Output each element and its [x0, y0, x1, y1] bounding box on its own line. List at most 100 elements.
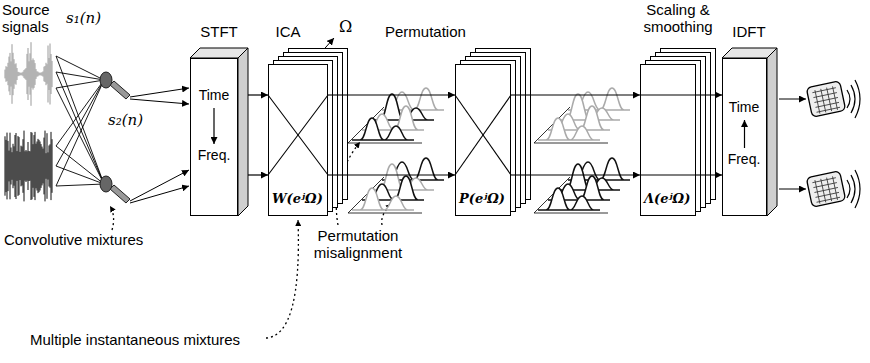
- spectrum-curve: [538, 188, 600, 210]
- processing-stage: Scaling & smoothingΛ(eʲΩ): [640, 48, 716, 216]
- loudspeaker-case: [806, 81, 845, 117]
- box-front: [723, 59, 767, 216]
- matrix-label: P(eʲΩ): [459, 192, 505, 206]
- stage-shape: [4, 40, 54, 108]
- signal-connector: [716, 174, 722, 175]
- channel-line: [696, 94, 716, 95]
- axis-label: Time: [729, 100, 760, 115]
- loudspeaker-icon: [806, 80, 860, 118]
- stage-shape: [4, 128, 54, 204]
- speaker-input: [779, 189, 806, 190]
- channel-line: [268, 95, 328, 175]
- channel-line: [696, 174, 716, 175]
- matrix-label: W(eʲΩ): [272, 192, 323, 206]
- mixing-path: [56, 56, 104, 184]
- frequency-sheet: [641, 65, 696, 216]
- spectrum-curve: [352, 188, 414, 210]
- channel-line: [328, 174, 348, 175]
- mixing-path: [56, 72, 104, 184]
- axis-label: Time: [199, 88, 230, 103]
- spectrum-curve: [352, 118, 414, 140]
- mic-output: [130, 99, 189, 104]
- spectrum-axis: [534, 213, 608, 214]
- mic-output: [130, 170, 189, 201]
- annotation: Permutation misalignment: [300, 228, 416, 261]
- loudspeaker-grille: [812, 86, 840, 114]
- signal-connector: [248, 94, 268, 95]
- mixing-path: [56, 80, 104, 186]
- microphone-head: [100, 72, 112, 88]
- waveform: [5, 42, 52, 106]
- mixing-path: [56, 184, 104, 186]
- signal-connector: [248, 174, 268, 175]
- stage-title: ICA: [275, 24, 300, 41]
- box-side: [767, 48, 777, 216]
- spectrum-axis: [348, 143, 422, 144]
- spectrum-axis: [348, 213, 422, 214]
- channel-line: [455, 95, 511, 175]
- spectrum-group: [348, 88, 444, 143]
- stage-shape: [190, 48, 248, 216]
- spectrum-curve: [538, 118, 600, 140]
- microphone-body: [110, 185, 130, 203]
- processing-stage: PermutationP(eʲΩ): [455, 48, 531, 216]
- sound-waves: [847, 80, 860, 118]
- channel-line: [455, 95, 511, 175]
- microphone-body: [110, 81, 130, 99]
- waveform: [5, 131, 52, 202]
- spectrum-group: [348, 158, 444, 213]
- channel-line: [268, 95, 328, 175]
- stage-title: STFT: [200, 24, 238, 41]
- loudspeaker-icon: [806, 170, 860, 208]
- channel-line: [511, 174, 531, 175]
- stage-shape: [268, 48, 348, 216]
- processing-stage: IDFTTimeFreq.: [722, 48, 777, 216]
- signal-connector: [348, 94, 455, 95]
- mic-output: [130, 88, 189, 97]
- mixing-path: [56, 80, 104, 166]
- signal-connector: [531, 174, 640, 175]
- channel-line: [511, 94, 531, 95]
- stage-title: Scaling & smoothing: [636, 2, 720, 35]
- processing-stage: STFTTimeFreq.: [190, 48, 248, 216]
- loudspeaker-body: [806, 171, 845, 207]
- frequency-sheet: [269, 65, 328, 216]
- channel-line: [640, 174, 696, 175]
- stage-shape: [455, 48, 531, 216]
- spectrum-axis: [534, 143, 608, 144]
- annotation: Multiple instantaneous mixtures: [30, 332, 240, 349]
- source-signal: s₁(n): [4, 40, 54, 108]
- stage-title: Permutation: [385, 24, 466, 41]
- signal-connector: [348, 174, 455, 175]
- mixing-path: [56, 166, 104, 184]
- pointer-arrow: [110, 206, 114, 230]
- signal-label: s₁(n): [66, 10, 101, 27]
- signal-connector: [716, 94, 722, 95]
- spectrum-group: [534, 88, 630, 143]
- mic-output: [130, 186, 189, 203]
- mixing-paths: [56, 56, 104, 186]
- mixing-path: [56, 146, 104, 184]
- speaker-input: [779, 99, 806, 100]
- axis-label: Freq.: [198, 148, 231, 163]
- mixing-path: [56, 80, 104, 88]
- pointer-arrow: [266, 220, 298, 338]
- direction-arrow: [213, 108, 214, 144]
- microphone-icon: [100, 72, 130, 99]
- direction-arrow: [744, 120, 745, 148]
- source-signal: s₂(n): [4, 128, 54, 204]
- axis-symbol: Ω: [339, 18, 352, 36]
- stage-title: IDFT: [732, 24, 765, 41]
- processing-stage: ICAW(eʲΩ): [268, 48, 348, 216]
- box-side: [238, 48, 248, 216]
- matrix-label: Λ(eʲΩ): [644, 192, 690, 206]
- stage-shape: [640, 48, 716, 216]
- sound-waves: [847, 170, 860, 208]
- mixing-path: [56, 80, 104, 146]
- stage-shape: [722, 48, 777, 216]
- box-front: [191, 59, 238, 216]
- loudspeaker-body: [806, 81, 845, 117]
- axis-label: Freq.: [728, 152, 761, 167]
- group-label: Source signals: [2, 2, 64, 35]
